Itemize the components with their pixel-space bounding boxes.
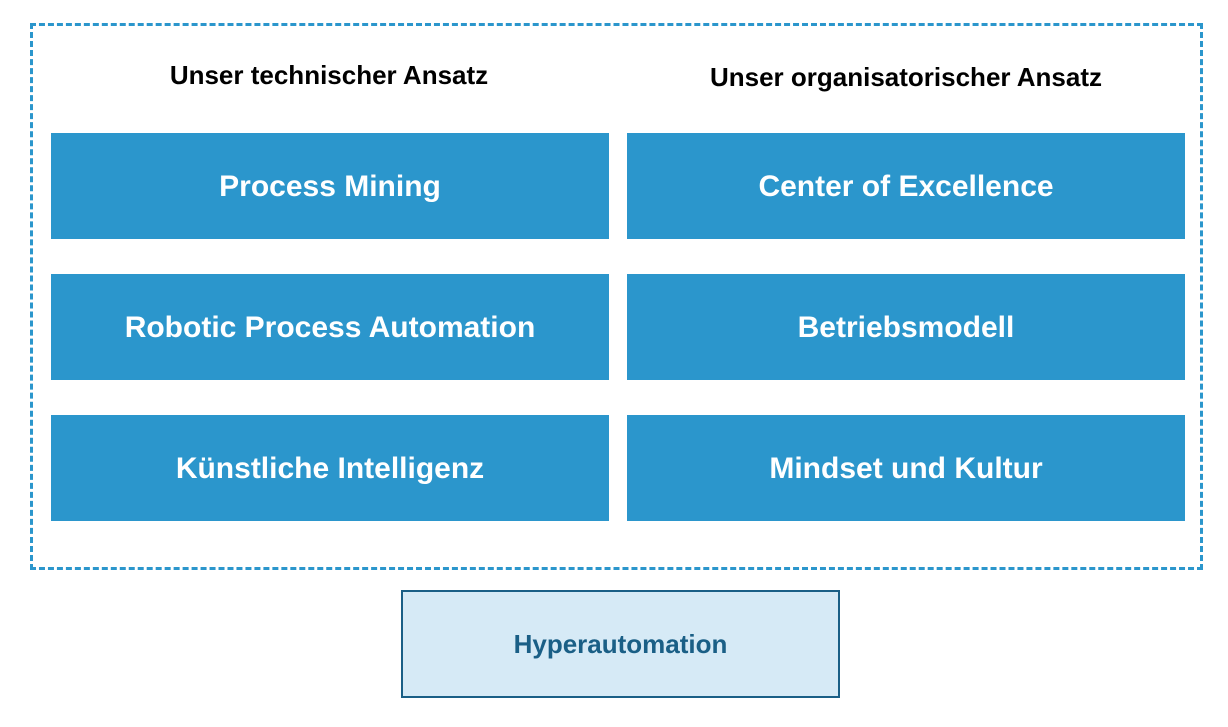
box-kuenstliche-intelligenz: Künstliche Intelligenz: [51, 415, 609, 521]
organizational-approach-heading: Unser organisatorischer Ansatz: [709, 62, 1103, 92]
hyperautomation-box: Hyperautomation: [401, 590, 840, 698]
box-mindset-und-kultur: Mindset und Kultur: [627, 415, 1185, 521]
box-center-of-excellence: Center of Excellence: [627, 133, 1185, 239]
box-process-mining: Process Mining: [51, 133, 609, 239]
box-betriebsmodell: Betriebsmodell: [627, 274, 1185, 380]
box-robotic-process-automation: Robotic Process Automation: [51, 274, 609, 380]
dashed-group-frame: [30, 23, 1203, 570]
technical-approach-heading: Unser technischer Ansatz: [169, 60, 489, 90]
